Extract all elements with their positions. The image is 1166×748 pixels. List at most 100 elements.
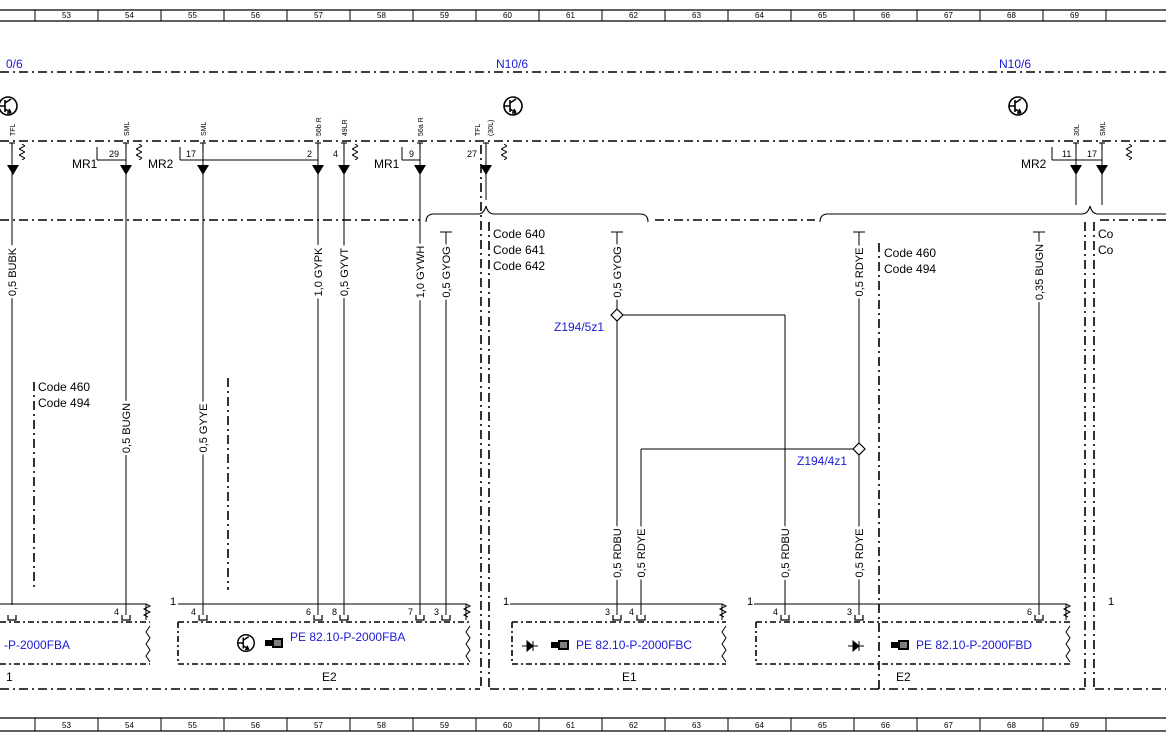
top-ruler-label: 61 bbox=[566, 11, 575, 20]
component-left-one: 1 bbox=[6, 670, 13, 684]
bottom-pin-num: 3 bbox=[605, 607, 610, 617]
wire-label: 0,5 RDYE bbox=[854, 248, 866, 297]
top-pin-num: 4 bbox=[333, 149, 338, 159]
module-label-center: N10/6 bbox=[496, 57, 528, 71]
top-ruler-label: 56 bbox=[251, 11, 260, 20]
wire-label-bg bbox=[313, 244, 325, 299]
bottom-ruler-label: 65 bbox=[818, 721, 827, 730]
wire-label: 0,5 GYOG bbox=[441, 246, 453, 297]
top-ruler-label: 59 bbox=[440, 11, 449, 20]
wire-label-bg bbox=[780, 526, 792, 580]
top-pin-sig-tfl-left: TFL bbox=[10, 123, 17, 136]
section-braces bbox=[425, 205, 1166, 223]
top-ruler-label: 68 bbox=[1007, 11, 1016, 20]
top-pin-sig: 49LR bbox=[342, 119, 349, 136]
bottom-pin-numbers: 4 4 6 8 7 3 3 4 4 3 6 bbox=[114, 607, 1032, 617]
wire-label: 0,5 RDBU bbox=[612, 528, 624, 578]
component-e1: E1 bbox=[622, 670, 637, 684]
top-ruler-label: 53 bbox=[62, 11, 71, 20]
connector-one: 1 bbox=[747, 596, 753, 608]
svg-text:Code 494: Code 494 bbox=[38, 396, 90, 410]
ref-fbc[interactable]: PE 82.10-P-2000FBC bbox=[576, 638, 692, 652]
wire-label-bg bbox=[636, 526, 648, 580]
top-pin-num: 29 bbox=[109, 149, 119, 159]
top-ruler-label: 65 bbox=[818, 11, 827, 20]
bottom-ruler-label: 66 bbox=[881, 721, 890, 730]
bottom-ruler-label: 64 bbox=[755, 721, 764, 730]
top-ruler-label: 62 bbox=[629, 11, 638, 20]
bottom-pin-num: 4 bbox=[114, 607, 119, 617]
ground-label-mr2-a: MR2 bbox=[148, 157, 174, 171]
svg-text:Co: Co bbox=[1098, 243, 1114, 257]
bottom-pin-num: 3 bbox=[434, 607, 439, 617]
component-e2-b: E2 bbox=[896, 670, 911, 684]
top-pin-sig: TFL bbox=[475, 123, 482, 136]
splice-label-z194-4z1: Z194/4z1 bbox=[797, 454, 847, 468]
top-pin-num: 9 bbox=[409, 149, 414, 159]
code-block-right-partial: Co Co bbox=[1098, 227, 1114, 257]
wire-label-bg bbox=[7, 245, 19, 299]
ref-fba[interactable]: PE 82.10-P-2000FBA bbox=[290, 630, 405, 644]
top-pin-sig: 56a R bbox=[418, 117, 425, 136]
ref-fbd[interactable]: PE 82.10-P-2000FBD bbox=[916, 638, 1032, 652]
wire-labels: 0,5 BUBK 0,5 BUGN 0,5 GYYE 1,0 GYPK 0,5 … bbox=[7, 241, 1046, 580]
wire-label: 0,35 BUGN bbox=[1034, 244, 1046, 300]
svg-text:Code 641: Code 641 bbox=[493, 243, 545, 257]
svg-text:Code 460: Code 460 bbox=[38, 380, 90, 394]
diode-icon bbox=[848, 640, 864, 652]
ground-label-mr1-a: MR1 bbox=[72, 157, 98, 171]
wire-label: 0,5 RDYE bbox=[854, 529, 866, 578]
splice-z194-4z1-mark bbox=[852, 442, 866, 456]
bottom-ruler-label: 61 bbox=[566, 721, 575, 730]
top-pin-sig: 30L bbox=[1074, 124, 1081, 136]
top-pin-sig: SML bbox=[201, 122, 208, 137]
wire-label: 1,0 GYPK bbox=[313, 247, 325, 297]
wire-label-bg bbox=[612, 244, 624, 300]
transistor-icon-left bbox=[0, 96, 18, 116]
component-e2-a: E2 bbox=[322, 670, 337, 684]
wire-label-bg bbox=[854, 245, 866, 299]
bottom-ruler-label: 69 bbox=[1070, 721, 1079, 730]
bottom-pin-num: 4 bbox=[629, 607, 634, 617]
bottom-ruler-label: 56 bbox=[251, 721, 260, 730]
bottom-ruler-label: 58 bbox=[377, 721, 386, 730]
svg-text:Code 460: Code 460 bbox=[884, 246, 936, 260]
bottom-pin-num: 6 bbox=[306, 607, 311, 617]
bottom-ruler-label: 53 bbox=[62, 721, 71, 730]
wire-label-bg bbox=[121, 400, 133, 456]
splice-points bbox=[610, 308, 866, 456]
top-pin-sig: 56b R bbox=[316, 117, 323, 136]
bottom-ruler-label: 59 bbox=[440, 721, 449, 730]
terminal-icon bbox=[7, 165, 19, 175]
top-pin-sig2: (30L) bbox=[488, 120, 495, 136]
wire-label-bg bbox=[854, 526, 866, 580]
bottom-pin-terminals bbox=[7, 615, 1044, 621]
svg-text:Co: Co bbox=[1098, 227, 1114, 241]
wire-label-bg bbox=[1034, 241, 1046, 303]
ground-label-mr1-b: MR1 bbox=[374, 157, 400, 171]
wire-label: 0,5 GYVT bbox=[339, 248, 351, 297]
top-ruler-label: 64 bbox=[755, 11, 764, 20]
bottom-ruler-label: 57 bbox=[314, 721, 323, 730]
wire-label: 0,5 BUBK bbox=[7, 247, 19, 296]
connector-one: 1 bbox=[170, 596, 176, 608]
bottom-connectors bbox=[0, 603, 1067, 620]
ground-buses bbox=[96, 147, 1102, 161]
svg-text:Code 494: Code 494 bbox=[884, 262, 936, 276]
top-pin-num: 2 bbox=[307, 149, 312, 159]
code-block-460-left: Code 460 Code 494 bbox=[38, 380, 90, 410]
transistor-icon-right bbox=[1008, 96, 1028, 116]
top-ruler-label: 54 bbox=[125, 11, 134, 20]
top-pin-sig: SML bbox=[1100, 122, 1107, 137]
connector-one: 1 bbox=[1108, 596, 1114, 608]
bottom-connector-frames bbox=[0, 621, 1070, 665]
wire-label-bg bbox=[612, 526, 624, 580]
top-pin-num: 17 bbox=[186, 149, 196, 159]
top-pin-sig: SML bbox=[124, 122, 131, 137]
bottom-pin-num: 4 bbox=[191, 607, 196, 617]
wire-label-bg bbox=[415, 243, 427, 301]
diode-icon bbox=[522, 640, 538, 652]
wire-label-bg bbox=[441, 244, 453, 300]
